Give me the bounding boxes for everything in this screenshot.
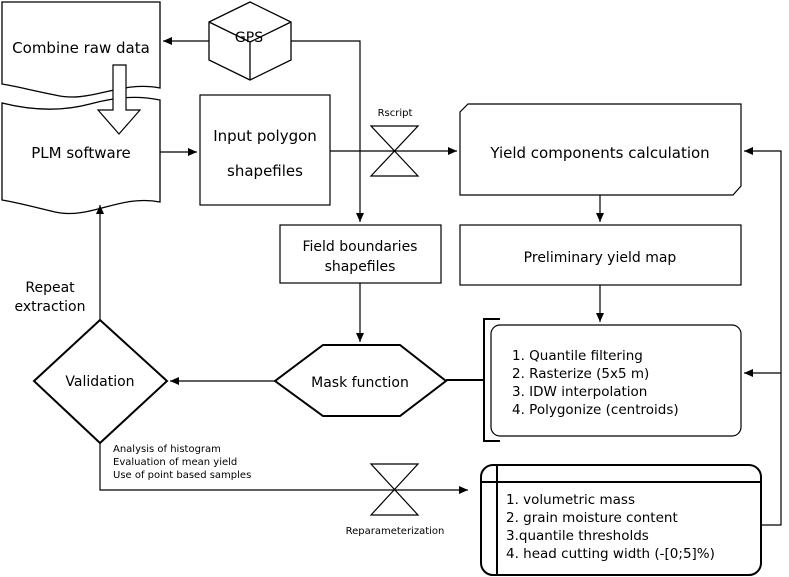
field-boundaries-label-line2: shapefiles — [325, 259, 396, 275]
validation-note: Analysis of histogram — [113, 444, 221, 455]
yield-components-box — [459, 103, 742, 196]
processing-step: 2. Rasterize (5x5 m) — [512, 366, 649, 382]
validation-note: Evaluation of mean yield — [113, 457, 237, 468]
rscript-label: Rscript — [378, 108, 413, 119]
field-boundaries-box — [279, 224, 442, 284]
validation-label: Validation — [65, 374, 134, 390]
combine-raw-data-label: Combine raw data — [12, 39, 150, 57]
gps-cube-icon — [208, 1, 292, 81]
processing-step: 4. Polygonize (centroids) — [512, 402, 679, 418]
gps-label: GPS — [235, 30, 263, 46]
input-polygon-label-line1: Input polygon — [213, 127, 317, 145]
gps-to-field-boundaries-connector — [291, 40, 364, 222]
parameter-item: 3.quantile thresholds — [506, 528, 649, 544]
reparameterization-label: Reparameterization — [346, 526, 445, 537]
preliminary-yield-map-box — [459, 224, 742, 286]
input-polygon-box — [199, 94, 331, 206]
processing-steps-box — [490, 324, 742, 437]
validation-to-parameters-connector — [99, 443, 468, 494]
processing-step: 1. Quantile filtering — [512, 348, 643, 364]
yield-components-label: Yield components calculation — [489, 144, 709, 162]
parameter-item: 4. head cutting width (-[0;5]%) — [506, 546, 715, 562]
mask-function-label: Mask function — [311, 375, 409, 391]
validation-note: Use of point based samples — [113, 470, 251, 481]
field-boundaries-label-line1: Field boundaries — [303, 239, 418, 255]
parameter-item: 2. grain moisture content — [506, 510, 678, 526]
combine-to-plm-arrow-icon — [96, 64, 142, 135]
parameter-item: 1. volumetric mass — [506, 492, 635, 508]
repeat-extraction-label-line1: Repeat — [25, 280, 75, 296]
repeat-extraction-label-line2: extraction — [15, 299, 86, 315]
parameters-box — [480, 464, 762, 576]
plm-software-label: PLM software — [31, 144, 131, 162]
processing-step: 3. IDW interpolation — [512, 384, 647, 400]
input-polygon-label-line2: shapefiles — [227, 162, 303, 180]
parameters-feedback-connector — [744, 147, 782, 526]
preliminary-yield-map-label: Preliminary yield map — [524, 250, 677, 266]
